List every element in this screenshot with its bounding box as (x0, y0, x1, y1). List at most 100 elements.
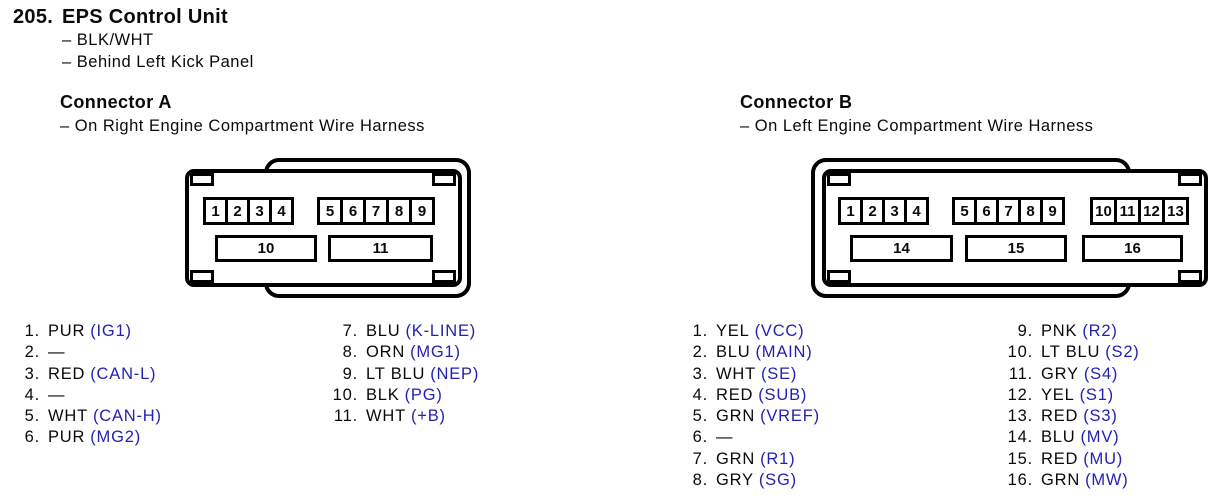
pin-number: 9. (342, 364, 358, 383)
signal-name: (VCC) (754, 322, 805, 340)
pin-number: 8. (342, 343, 358, 362)
pin-number: 1. (24, 322, 40, 340)
connector-a-face: 1 2 3 4 5 6 7 8 9 10 11 (185, 169, 462, 287)
pin-number: 12. (1007, 385, 1033, 404)
connector-b-face: 1 2 3 4 5 6 7 8 9 10 11 12 13 14 15 16 (822, 169, 1208, 287)
pin-row: 3.RED(CAN-L) (14, 365, 162, 386)
signal-name: (MG2) (90, 428, 141, 447)
pin-group-b-10-13: 10 11 12 13 (1090, 197, 1189, 225)
signal-name: (S2) (1105, 343, 1140, 362)
pin-number: 11. (333, 407, 358, 426)
wire-color: GRY (716, 471, 754, 490)
corner-tab-icon (190, 270, 214, 283)
pin-group-b-1-4: 1 2 3 4 (838, 197, 929, 225)
pin-number: 5. (24, 407, 40, 426)
signal-name: (R2) (1082, 322, 1118, 340)
signal-name: (S3) (1083, 407, 1118, 426)
wire-color: GRN (716, 407, 756, 426)
connector-a-diagram: 1 2 3 4 5 6 7 8 9 10 11 (185, 157, 477, 303)
wire-color: — (716, 428, 734, 447)
pin-row: 6.PUR(MG2) (14, 428, 162, 449)
pin-row: 4. RED(SUB) (684, 386, 820, 407)
pin-group-a-1-4: 1 2 3 4 (203, 197, 294, 225)
wire-color: PNK (1041, 322, 1078, 340)
pin-row: 16.GRN(MW) (1005, 471, 1140, 492)
pin-number: 10. (1007, 343, 1033, 362)
pin-number: 4. (24, 385, 40, 404)
wire-color: YEL (716, 322, 750, 340)
signal-name: (SUB) (758, 385, 808, 404)
signal-name: (MV) (1080, 428, 1120, 447)
pin-cavity-wide: 15 (965, 235, 1067, 262)
signal-name: (SG) (758, 471, 797, 490)
page-title: EPS Control Unit (62, 6, 228, 28)
wire-color: LT BLU (366, 364, 426, 383)
pin-cavity: 12 (1138, 197, 1165, 225)
pin-row: 8. GRY(SG) (684, 471, 820, 492)
wire-color: GRN (716, 449, 756, 468)
corner-tab-icon (1178, 270, 1202, 283)
pin-row: 7.BLU(K-LINE) (326, 322, 479, 343)
pin-number: 4. (692, 385, 708, 404)
pin-row: 10. LT BLU(S2) (1005, 343, 1140, 364)
pin-cavity: 4 (269, 197, 294, 225)
pin-row: 8.ORN(MG1) (326, 343, 479, 364)
corner-tab-icon (190, 173, 214, 186)
pin-cavity: 4 (904, 197, 929, 225)
signal-name: (CAN-L) (90, 364, 157, 383)
pin-row: 1. YEL(VCC) (684, 322, 820, 343)
wire-color: WHT (48, 407, 88, 426)
connector-a-location: – On Right Engine Compartment Wire Harne… (60, 117, 425, 135)
note-wire-color: – BLK/WHT (62, 31, 154, 49)
pin-row: 6.— (684, 428, 820, 449)
pin-row: 5. WHT(CAN-H) (14, 407, 162, 428)
wire-color: BLU (366, 322, 401, 340)
signal-name: (NEP) (430, 364, 480, 383)
pin-number: 3. (692, 364, 708, 383)
signal-name: (MW) (1085, 471, 1129, 490)
wire-color: — (48, 343, 66, 362)
pin-row: 2.— (14, 343, 162, 364)
signal-name: (CAN-H) (92, 407, 162, 426)
pin-number: 1. (692, 322, 708, 340)
wire-color: PUR (48, 322, 86, 340)
signal-name: (S4) (1083, 364, 1119, 383)
wire-color: ORN (366, 343, 406, 362)
pin-group-a-5-9: 5 6 7 8 9 (317, 197, 435, 225)
corner-tab-icon (432, 173, 456, 186)
signal-name: (MAIN) (755, 343, 813, 362)
pin-number: 9. (1017, 322, 1033, 340)
pin-number: 7. (342, 322, 358, 340)
pin-row: 12.YEL(S1) (1005, 386, 1140, 407)
pin-row: 10.BLK(PG) (326, 386, 479, 407)
wire-color: LT BLU (1041, 343, 1101, 362)
item-number: 205. (13, 6, 54, 28)
signal-name: (MU) (1083, 449, 1124, 468)
connector-b-pin-list-col2: 9.PNK(R2) 10.LT BLU(S2) 11.GRY(S4) 12.YE… (1005, 322, 1140, 492)
wire-color: RED (716, 385, 754, 404)
pin-row: 5.GRN(VREF) (684, 407, 820, 428)
pin-cavity: 13 (1162, 197, 1189, 225)
signal-name: (VREF) (760, 407, 820, 426)
pin-number: 11. (1008, 364, 1033, 383)
wire-color: BLU (1041, 428, 1076, 447)
pin-number: 2. (692, 343, 708, 362)
pin-cavity: 10 (1090, 197, 1117, 225)
pin-row: 11.WHT(+B) (326, 407, 479, 428)
pin-group-b-5-9: 5 6 7 8 9 (952, 197, 1065, 225)
pin-cavity: 9 (409, 197, 435, 225)
wire-color: GRN (1041, 471, 1081, 490)
corner-tab-icon (432, 270, 456, 283)
wire-color: RED (1041, 407, 1079, 426)
pin-number: 8. (692, 471, 708, 490)
pin-row: 14. BLU(MV) (1005, 428, 1140, 449)
wire-color: BLU (716, 343, 751, 362)
signal-name: (SE) (760, 364, 798, 383)
pin-cavity: 3 (247, 197, 272, 225)
pin-cavity: 8 (1018, 197, 1043, 225)
pin-row: 15.RED(MU) (1005, 450, 1140, 471)
pin-cavity: 5 (952, 197, 977, 225)
pin-number: 14. (1007, 428, 1033, 447)
wire-color: RED (48, 364, 86, 383)
